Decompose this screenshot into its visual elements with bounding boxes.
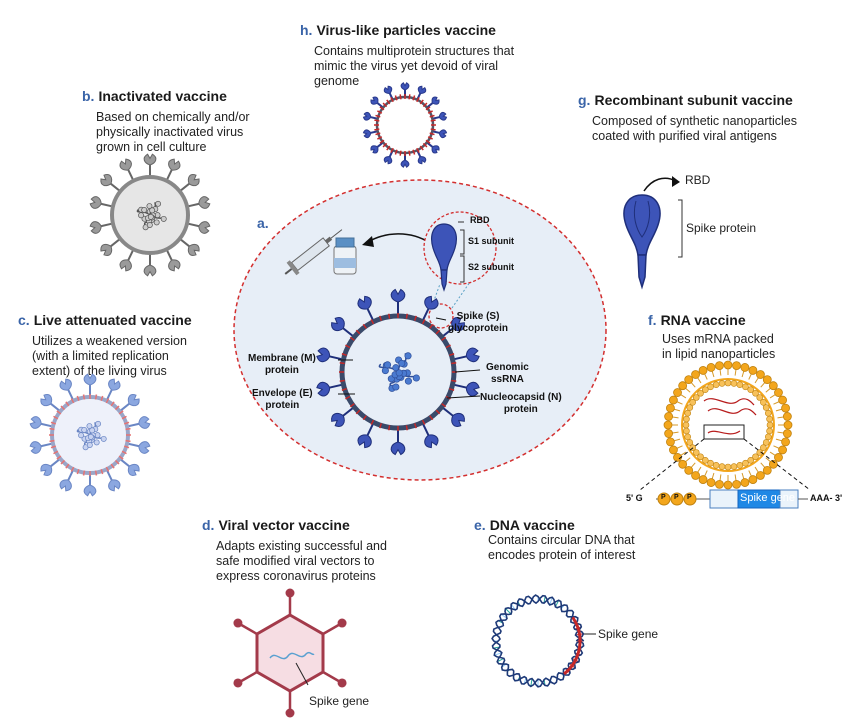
panel-title: e.DNA vaccine: [474, 517, 575, 533]
panel-description: Composed of synthetic nanoparticles coat…: [592, 114, 797, 143]
panel-description: Utilizes a weakened version (with a limi…: [32, 334, 187, 378]
dna-spike-gene-label: Spike gene: [598, 627, 659, 641]
panel-description: Adapts existing successful and safe modi…: [216, 539, 387, 583]
spike-protein-label: Spike protein: [686, 221, 757, 235]
s2-subunit-label: S2 subunit: [468, 262, 515, 272]
panel-c: c.Live attenuated vaccine Utilizes a wea…: [18, 312, 192, 379]
panel-g: g.Recombinant subunit vaccine Composed o…: [578, 92, 797, 144]
panel-title: d.Viral vector vaccine: [202, 517, 350, 533]
nucleocapsid-protein-label: Nucleocapsid (N) protein: [480, 392, 562, 415]
mrna-cap-p1: P: [661, 494, 666, 501]
panel-title: c.Live attenuated vaccine: [18, 312, 192, 328]
panel-a-letter: a.: [257, 215, 269, 231]
panel-f: f.RNA vaccine Uses mRNA packed in lipid …: [648, 312, 775, 362]
panel-title: h.Virus-like particles vaccine: [300, 22, 496, 38]
panel-e: e.DNA vaccine Contains circular DNA that…: [474, 517, 635, 563]
envelope-protein-label: Envelope (E) protein: [252, 388, 313, 411]
mrna-five-prime: 5' G: [626, 493, 643, 503]
vector-spike-gene-label: Spike gene: [309, 694, 370, 708]
panel-description: Based on chemically and/or physically in…: [96, 110, 250, 154]
spike-glycoprotein-label: Spike (S) glycoprotein: [448, 311, 509, 334]
membrane-protein-label: Membrane (M) protein: [248, 353, 316, 376]
panel-h: h.Virus-like particles vaccine Contains …: [300, 22, 514, 89]
panel-title: f.RNA vaccine: [648, 312, 746, 328]
panel-title: g.Recombinant subunit vaccine: [578, 92, 793, 108]
mrna-tail: AAA- 3': [810, 493, 843, 503]
panel-b: b.Inactivated vaccine Based on chemicall…: [82, 88, 250, 155]
mrna-cap-p2: P: [674, 494, 679, 501]
panel-description: Contains circular DNA that encodes prote…: [488, 533, 636, 562]
mrna-spike-gene: Spike gene: [740, 492, 796, 504]
panel-description: Uses mRNA packed in lipid nanoparticles: [662, 332, 776, 361]
rbd-part-label: RBD: [470, 215, 490, 225]
genomic-ssrna-label: Genomic ssRNA: [486, 362, 529, 385]
mrna-cap-p3: P: [687, 494, 692, 501]
s1-subunit-label: S1 subunit: [468, 236, 515, 246]
panel-title: b.Inactivated vaccine: [82, 88, 227, 104]
panel-d: d.Viral vector vaccine Adapts existing s…: [202, 517, 387, 584]
panel-description: Contains multiprotein structures that mi…: [314, 44, 515, 88]
rbd-label: RBD: [685, 173, 711, 187]
